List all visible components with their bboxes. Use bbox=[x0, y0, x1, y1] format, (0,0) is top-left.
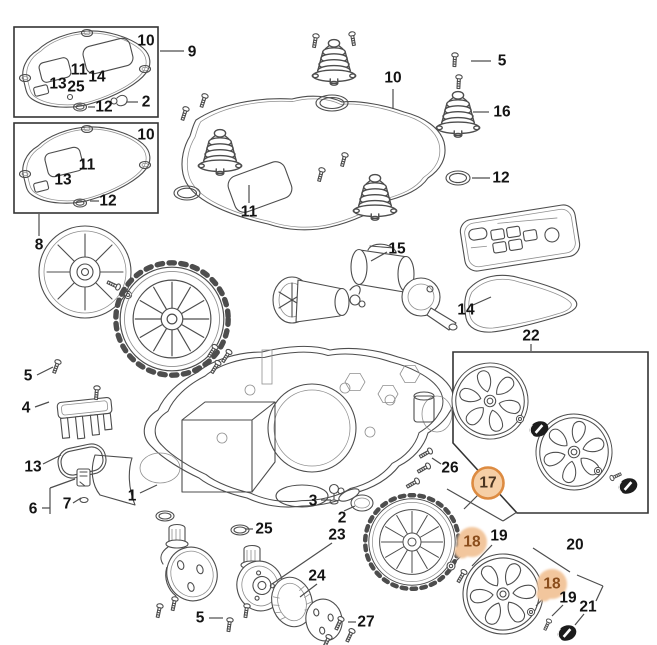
callout-10-c: 10 bbox=[384, 69, 402, 87]
washer-18b bbox=[526, 607, 536, 617]
callout-22: 22 bbox=[522, 327, 540, 345]
callout-11-a: 11 bbox=[70, 61, 88, 79]
screw-5-left bbox=[50, 358, 63, 375]
callout-21: 21 bbox=[579, 598, 597, 616]
caster-tire-24 bbox=[271, 576, 313, 628]
drive-motor-large bbox=[350, 243, 458, 331]
gasket-panel-box-2 bbox=[13, 122, 159, 214]
washer-18a bbox=[446, 561, 456, 571]
callout-17-highlighted[interactable]: 17 bbox=[479, 474, 497, 492]
spring-clip bbox=[110, 94, 128, 107]
caster-wheel-left bbox=[160, 523, 218, 602]
callout-26: 26 bbox=[441, 459, 459, 477]
callout-10-b: 10 bbox=[137, 126, 155, 144]
highlight-marks bbox=[454, 466, 567, 602]
wheel-hub-disc bbox=[38, 225, 133, 319]
callout-4: 4 bbox=[21, 399, 31, 417]
callout-25-a: 25 bbox=[67, 78, 85, 96]
callout-12-b: 12 bbox=[99, 192, 117, 210]
callout-14-a: 14 bbox=[88, 68, 106, 86]
callout-1: 1 bbox=[127, 487, 137, 505]
callout-13-a: 13 bbox=[49, 75, 67, 93]
latch-parts-6-7 bbox=[76, 468, 91, 504]
callout-7: 7 bbox=[62, 495, 72, 513]
callout-18-highlighted-b[interactable]: 18 bbox=[543, 575, 561, 593]
callout-2-a: 2 bbox=[141, 93, 151, 111]
wheel-cover-kit-box bbox=[443, 351, 649, 514]
screw-19b bbox=[541, 617, 553, 632]
callout-11-c: 11 bbox=[240, 203, 258, 221]
callout-6: 6 bbox=[28, 500, 38, 518]
callout-20: 20 bbox=[566, 536, 584, 554]
callout-2-b: 2 bbox=[337, 509, 347, 527]
callout-14-b: 14 bbox=[457, 301, 475, 319]
callout-12-c: 12 bbox=[492, 169, 510, 187]
callout-23: 23 bbox=[328, 526, 346, 544]
callout-10-a: 10 bbox=[137, 32, 155, 50]
callout-19-b: 19 bbox=[559, 589, 577, 607]
cap-21 bbox=[555, 622, 579, 644]
callout-12-a: 12 bbox=[95, 98, 113, 116]
callout-5-c: 5 bbox=[195, 609, 205, 627]
mount-bracket-4 bbox=[56, 396, 113, 440]
drive-wheel-left bbox=[116, 263, 228, 375]
callout-16: 16 bbox=[493, 103, 511, 121]
panel-seal-14 bbox=[464, 274, 578, 333]
callout-8: 8 bbox=[34, 236, 44, 254]
drive-motor-small bbox=[272, 276, 366, 324]
drain-plug-and-cap bbox=[328, 483, 374, 512]
callout-11-b: 11 bbox=[78, 156, 96, 174]
screw-bracket bbox=[92, 384, 101, 401]
callout-15: 15 bbox=[388, 240, 406, 258]
o-rings bbox=[173, 94, 471, 201]
callout-13-c: 13 bbox=[24, 458, 42, 476]
leader-lines bbox=[34, 50, 604, 626]
callout-27: 27 bbox=[357, 613, 375, 631]
callout-13-b: 13 bbox=[54, 171, 72, 189]
callout-19-a: 19 bbox=[490, 527, 508, 545]
drive-wheel-bottom bbox=[365, 495, 459, 589]
callout-24: 24 bbox=[308, 567, 326, 585]
control-panel bbox=[459, 204, 581, 272]
callout-5-b: 5 bbox=[23, 367, 33, 385]
callout-25-b: 25 bbox=[255, 520, 273, 538]
callout-18-highlighted-a[interactable]: 18 bbox=[463, 533, 481, 551]
chassis-housing bbox=[91, 342, 455, 508]
chassis-screws bbox=[404, 446, 435, 491]
callout-9: 9 bbox=[187, 43, 197, 61]
rubber-damper-mounts bbox=[178, 30, 481, 221]
callout-5-a: 5 bbox=[497, 52, 507, 70]
callout-3: 3 bbox=[308, 492, 318, 510]
gasket-panel-box-1 bbox=[13, 26, 159, 118]
